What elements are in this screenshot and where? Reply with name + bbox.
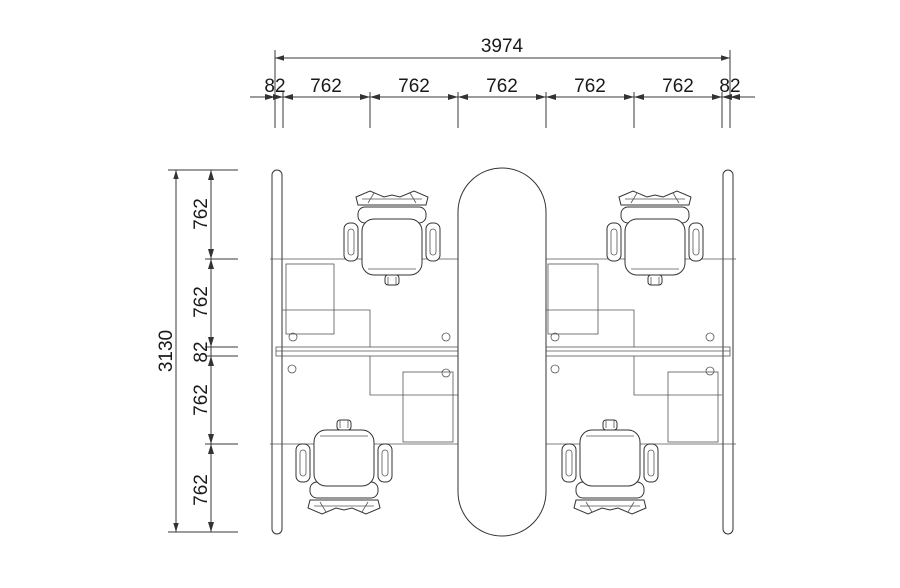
chair-top-left <box>343 190 441 286</box>
width-segment-5: 762 <box>574 76 606 97</box>
depth-segment-3: 82 <box>191 341 212 362</box>
desk-top-left <box>282 263 451 347</box>
oval-meeting-table <box>457 167 547 537</box>
width-segment-6: 762 <box>662 76 694 97</box>
chair-bottom-right <box>561 419 659 515</box>
width-segment-7: 82 <box>719 76 740 97</box>
depth-segment-2: 762 <box>191 286 212 318</box>
depth-segment-1: 762 <box>191 198 212 230</box>
width-segment-4: 762 <box>486 76 518 97</box>
left-post <box>271 169 283 535</box>
chair-bottom-left <box>295 419 393 515</box>
desk-top-right <box>546 263 715 347</box>
width-segment-2: 762 <box>310 76 342 97</box>
desk-bottom-left <box>287 356 458 443</box>
depth-segment-4: 762 <box>191 384 212 416</box>
overall-width-label: 3974 <box>481 36 524 57</box>
depth-segment-5: 762 <box>191 474 212 506</box>
width-segment-1: 82 <box>264 76 285 97</box>
chair-top-right <box>606 190 704 286</box>
left-dimensions: 3130 762 762 82 762 762 <box>156 169 238 533</box>
top-dimensions: 3974 82 762 762 762 762 762 82 <box>250 36 755 128</box>
side-posts <box>271 169 734 535</box>
overall-depth-label: 3130 <box>156 330 177 372</box>
right-post <box>722 169 734 535</box>
width-segment-3: 762 <box>398 76 430 97</box>
desk-bottom-right <box>550 356 722 443</box>
